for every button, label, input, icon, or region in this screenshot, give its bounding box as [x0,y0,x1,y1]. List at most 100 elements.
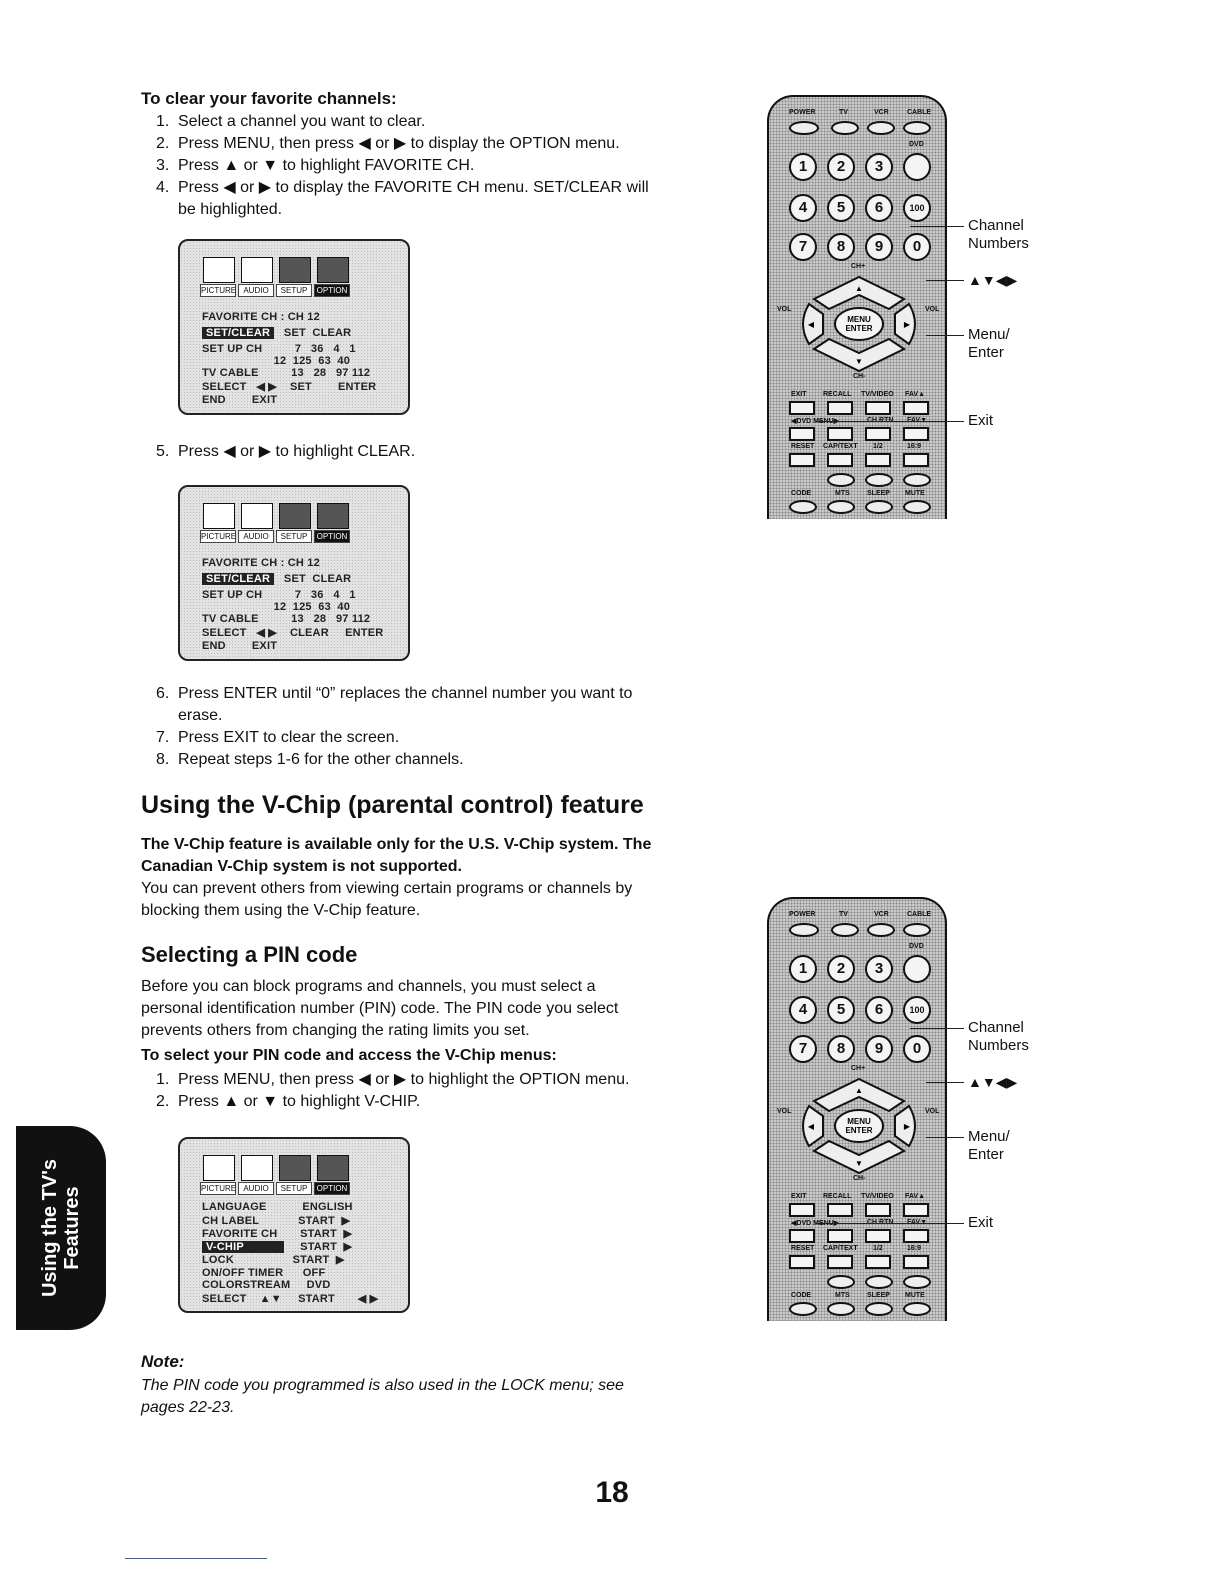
osd-row: FAVORITE CH START ▶ [202,1228,353,1240]
sleep-button[interactable] [865,500,893,514]
vcr-mode-button[interactable] [867,121,895,135]
osd-option: SET CLEAR [283,327,352,339]
mts-button[interactable] [827,1302,855,1316]
dvd-menu-left-button[interactable] [789,1229,815,1243]
function-button[interactable] [827,1275,855,1289]
number-2-button[interactable]: 2 [827,153,855,181]
ch-minus-label: CH- [853,1175,866,1182]
dvd-menu-left-button[interactable] [789,427,815,441]
number-5-button[interactable]: 5 [827,996,855,1024]
tv-mode-button[interactable] [831,121,859,135]
function-button[interactable] [865,473,893,487]
reset-label: RESET [791,443,815,450]
list-item: 8.Repeat steps 1-6 for the other channel… [156,751,464,768]
function-button[interactable] [827,473,855,487]
osd-tab-option: OPTION [314,255,350,297]
number-8-button[interactable]: 8 [827,233,855,261]
number-0-button[interactable]: 0 [903,1035,931,1063]
number-7-button[interactable]: 7 [789,1035,817,1063]
aspect-button[interactable] [903,1255,929,1269]
number-6-button[interactable]: 6 [865,194,893,222]
tv-mode-button[interactable] [831,923,859,937]
dvd-menu-right-button[interactable] [827,1229,853,1243]
mute-button[interactable] [903,1302,931,1316]
sleep-label: SLEEP [867,490,890,497]
note-text: The PIN code you programmed is also used… [141,1377,624,1416]
number-4-button[interactable]: 4 [789,194,817,222]
cable-mode-button[interactable] [903,121,931,135]
number-100-button[interactable]: 100 [903,194,931,222]
exit-button[interactable] [789,401,815,415]
direction-pad[interactable]: MENU ENTER ▲ ▼ ◀ ▶ [789,1071,929,1181]
exit-button[interactable] [789,1203,815,1217]
osd-title: FAVORITE CH : CH 12 [202,311,320,323]
fav-down-button[interactable] [903,427,929,441]
mts-button[interactable] [827,500,855,514]
reset-button[interactable] [789,1255,815,1269]
number-3-button[interactable]: 3 [865,153,893,181]
number-100-button[interactable]: 100 [903,996,931,1024]
dvd-mode-button[interactable] [903,955,931,983]
cap-text-button[interactable] [827,453,853,467]
code-button[interactable] [789,1302,817,1316]
osd-row: END EXIT [202,640,278,652]
fav-up-label: FAV▲ [905,1193,926,1200]
number-7-button[interactable]: 7 [789,233,817,261]
fav-down-button[interactable] [903,1229,929,1243]
svg-text:ENTER: ENTER [845,1126,872,1135]
dvd-mode-button[interactable] [903,153,931,181]
mts-label: MTS [835,490,850,497]
power-label: POWER [789,109,816,116]
mute-label: MUTE [905,490,925,497]
ch-rtn-button[interactable] [865,1229,891,1243]
number-9-button[interactable]: 9 [865,233,893,261]
number-4-button[interactable]: 4 [789,996,817,1024]
number-1-button[interactable]: 1 [789,955,817,983]
vcr-mode-button[interactable] [867,923,895,937]
direction-pad[interactable]: MENU ENTER ▲ ▼ ◀ ▶ [789,269,929,379]
number-5-button[interactable]: 5 [827,194,855,222]
fav-up-button[interactable] [903,401,929,415]
tv-video-button[interactable] [865,401,891,415]
sleep-button[interactable] [865,1302,893,1316]
dvd-menu-right-button[interactable] [827,427,853,441]
osd-row: END EXIT [202,394,278,406]
tv-label: TV [839,911,848,918]
half-label: 1/2 [873,1245,883,1252]
svg-text:▲: ▲ [855,284,863,293]
number-8-button[interactable]: 8 [827,1035,855,1063]
fav-up-button[interactable] [903,1203,929,1217]
reset-button[interactable] [789,453,815,467]
half-button[interactable] [865,1255,891,1269]
osd-tab-audio: AUDIO [238,255,274,297]
recall-button[interactable] [827,1203,853,1217]
function-button[interactable] [903,473,931,487]
code-button[interactable] [789,500,817,514]
half-button[interactable] [865,453,891,467]
osd-row: LOCK START ▶ [202,1254,345,1266]
cap-text-button[interactable] [827,1255,853,1269]
aspect-button[interactable] [903,453,929,467]
number-1-button[interactable]: 1 [789,153,817,181]
step-list-clear-6-8: 6.Press ENTER until “0” replaces the cha… [156,683,736,771]
mute-button[interactable] [903,500,931,514]
power-button[interactable] [789,121,819,135]
speaker-icon [241,257,273,283]
power-button[interactable] [789,923,819,937]
number-9-button[interactable]: 9 [865,1035,893,1063]
number-2-button[interactable]: 2 [827,955,855,983]
ch-rtn-button[interactable] [865,427,891,441]
number-0-button[interactable]: 0 [903,233,931,261]
recall-button[interactable] [827,401,853,415]
code-label: CODE [791,1292,812,1299]
cable-mode-button[interactable] [903,923,931,937]
osd-option: START ▶ [300,1241,353,1253]
number-6-button[interactable]: 6 [865,996,893,1024]
number-3-button[interactable]: 3 [865,955,893,983]
tv-video-button[interactable] [865,1203,891,1217]
function-button[interactable] [903,1275,931,1289]
step-list-pin: 1.Press MENU, then press ◀ or ▶ to highl… [156,1069,736,1113]
svg-text:▼: ▼ [855,357,863,366]
function-button[interactable] [865,1275,893,1289]
osd-row: TV CABLE 13 28 97 112 [202,613,371,625]
